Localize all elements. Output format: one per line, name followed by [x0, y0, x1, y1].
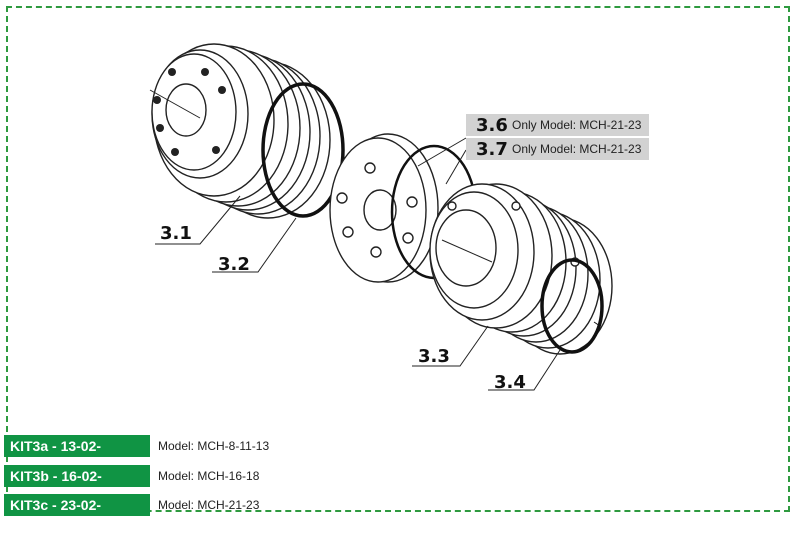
kit-model-text: Model: MCH-8-11-13: [158, 439, 270, 453]
note-text: Only Model: MCH-21-23: [512, 118, 642, 132]
note-number: 3.7: [476, 138, 508, 160]
part-3-1-centerline: [149, 89, 201, 119]
kit-code-badge: KIT3c - 23-02-0043/R: [4, 494, 150, 535]
kit-model-text: Model: MCH-21-23: [158, 498, 260, 512]
note-3-7: 3.7 Only Model: MCH-21-23: [466, 138, 649, 160]
kit-model-text: Model: MCH-16-18: [158, 469, 260, 483]
part-3-3-flange-holes: [447, 201, 580, 267]
part-3-3-body: [429, 183, 613, 355]
part-3-3-centerline: [441, 239, 493, 263]
part-3-2-oring: [261, 82, 345, 218]
dashed-frame: [6, 6, 790, 512]
callout-3-3: 3.3: [418, 346, 450, 367]
note-3-6: 3.6 Only Model: MCH-21-23: [466, 114, 649, 136]
kit-row-kit3c: KIT3c - 23-02-0043/R Model: MCH-21-23: [4, 494, 260, 535]
note-number: 3.6: [476, 114, 508, 136]
kit-code-badge: KIT3b - 16-02-0043/R: [4, 465, 150, 506]
part-3-1-housing: [151, 43, 331, 219]
callout-3-4: 3.4: [494, 372, 526, 393]
kit-row-kit3a: KIT3a - 13-02-0043/R Model: MCH-8-11-13: [4, 435, 270, 476]
part-3-4-oring: [540, 258, 604, 354]
kit-code-badge: KIT3a - 13-02-0043/R: [4, 435, 150, 476]
part-3-6-bolt-holes: [336, 162, 418, 258]
callout-3-2: 3.2: [218, 254, 250, 275]
part-3-6-flange: [329, 133, 439, 283]
note-text: Only Model: MCH-21-23: [512, 142, 642, 156]
part-3-1-bolt-holes: [153, 68, 226, 156]
kit-row-kit3b: KIT3b - 16-02-0043/R Model: MCH-16-18: [4, 465, 260, 506]
exploded-view-drawing: [149, 43, 613, 391]
leader-lines: [155, 137, 561, 391]
callout-3-1: 3.1: [160, 223, 192, 244]
